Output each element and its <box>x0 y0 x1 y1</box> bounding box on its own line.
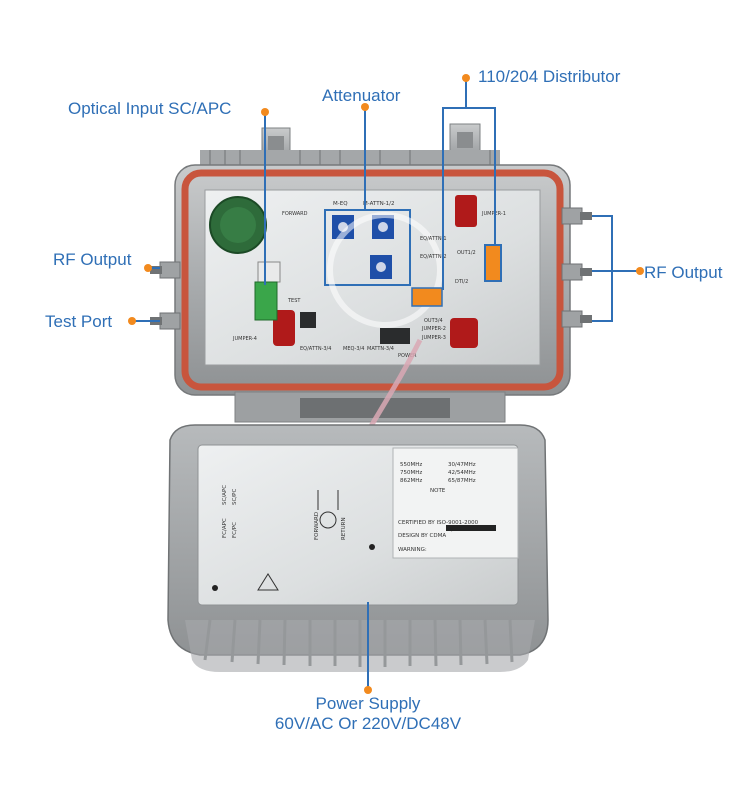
svg-text:MEQ-3/4: MEQ-3/4 <box>343 346 364 352</box>
sc-apc-connector <box>254 281 278 321</box>
jumper-top-right <box>455 195 477 227</box>
svg-text:EQ/ATTN-2: EQ/ATTN-2 <box>420 254 447 260</box>
svg-text:POWER: POWER <box>398 353 417 359</box>
panel-components: FORWARD M-EQ M-ATTN-1/2 JUMPER-1 EQ/ATTN… <box>209 195 506 359</box>
svg-text:862MHz: 862MHz <box>400 478 422 484</box>
leader-distributor <box>442 78 467 290</box>
svg-text:M-ATTN-1/2: M-ATTN-1/2 <box>363 201 395 207</box>
svg-text:FC/PC: FC/PC <box>232 522 238 538</box>
svg-text:FC/APC: FC/APC <box>222 518 228 538</box>
label-distributor: 110/204 Distributor <box>478 67 621 86</box>
lower-lid: 550MHz 750MHz 862MHz 30/47MHz 42/54MHz 6… <box>167 424 549 672</box>
svg-text:750MHz: 750MHz <box>400 470 422 476</box>
svg-text:CERTIFIED BY ISO-9001-2000: CERTIFIED BY ISO-9001-2000 <box>398 520 479 526</box>
label-attenuator: Attenuator <box>322 86 401 105</box>
jumper-bottom-right <box>450 318 478 348</box>
svg-text:EQ/ATTN-1: EQ/ATTN-1 <box>420 236 447 242</box>
rf-connectors-left <box>150 261 181 330</box>
attenuator-frame <box>324 209 411 286</box>
distributor-module-2 <box>411 287 443 307</box>
label-rf-output-left: RF Output <box>53 250 132 269</box>
svg-text:NOTE: NOTE <box>430 488 446 494</box>
label-test-port: Test Port <box>45 312 113 331</box>
svg-text:DESIGN BY CDMA: DESIGN BY CDMA <box>398 533 446 539</box>
callout-dots <box>128 74 644 694</box>
svg-text:550MHz: 550MHz <box>400 462 422 468</box>
svg-text:65/87MHz: 65/87MHz <box>448 478 476 484</box>
distributor-module <box>484 244 502 282</box>
svg-text:TEST: TEST <box>287 298 301 304</box>
leader-rf-output-right <box>592 215 613 322</box>
svg-text:OUT3/4: OUT3/4 <box>424 318 443 324</box>
svg-text:WARNING:: WARNING: <box>398 547 427 553</box>
label-power-supply-line1: Power Supply <box>315 694 421 713</box>
hinge <box>234 391 506 423</box>
svg-text:JUMPER-1: JUMPER-1 <box>481 211 506 217</box>
svg-text:JUMPER-2: JUMPER-2 <box>421 326 446 332</box>
power-connector <box>380 328 410 344</box>
svg-text:DTI/2: DTI/2 <box>455 279 468 285</box>
label-rf-output-right: RF Output <box>644 263 723 282</box>
svg-text:JUMPER-4: JUMPER-4 <box>232 336 257 342</box>
svg-text:FORWARD: FORWARD <box>314 512 320 540</box>
jumper-bottom-left <box>273 310 295 346</box>
svg-text:SC/APC: SC/APC <box>222 485 228 505</box>
svg-text:OUT1/2: OUT1/2 <box>457 250 476 256</box>
label-power-supply: Power Supply 60V/AC Or 220V/DC48V <box>268 694 468 734</box>
svg-text:30/47MHz: 30/47MHz <box>448 462 476 468</box>
svg-text:FORWARD: FORWARD <box>282 211 308 217</box>
svg-text:SC/PC: SC/PC <box>232 488 238 505</box>
callout-lines <box>132 78 640 688</box>
svg-text:M-EQ: M-EQ <box>333 201 348 207</box>
svg-text:JUMPER-3: JUMPER-3 <box>421 335 446 341</box>
rf-connectors-right <box>561 207 592 328</box>
svg-text:42/54MHz: 42/54MHz <box>448 470 476 476</box>
label-optical-input: Optical Input SC/APC <box>68 99 232 118</box>
svg-text:MATTN-3/4: MATTN-3/4 <box>367 346 394 352</box>
label-power-supply-line2: 60V/AC Or 220V/DC48V <box>274 714 462 733</box>
fiber-loop <box>327 212 443 328</box>
svg-text:RETURN: RETURN <box>341 517 347 540</box>
svg-text:EQ/ATTN-3/4: EQ/ATTN-3/4 <box>300 346 331 352</box>
